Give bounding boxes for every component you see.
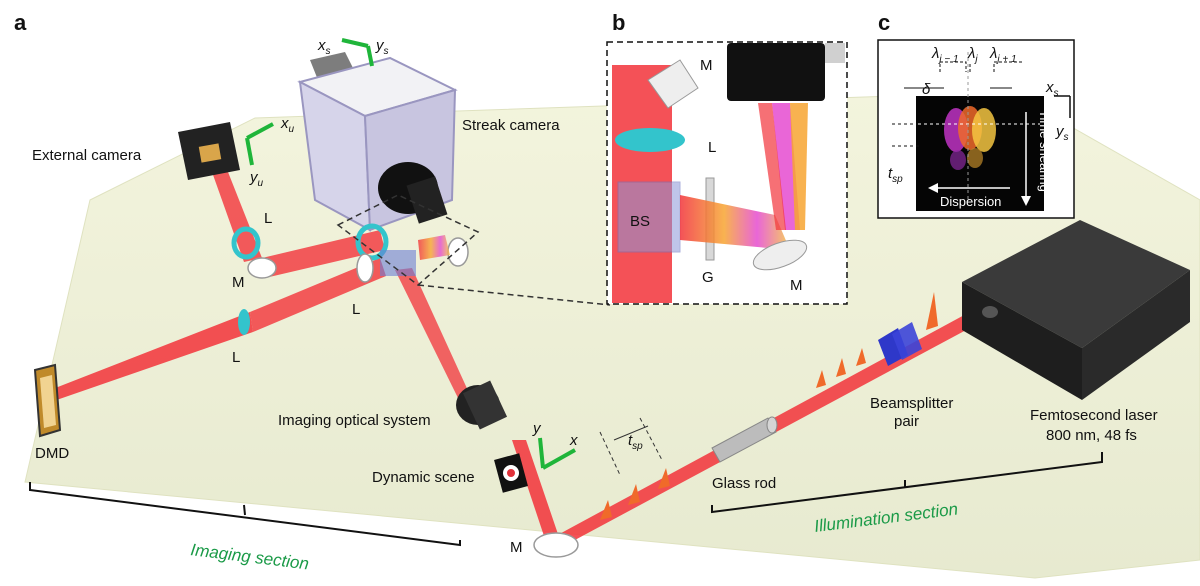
label-L-3: L [232,349,240,366]
glass-rod [711,416,778,463]
pulse-train [600,292,938,520]
axis-label-ys: ys [375,37,389,57]
label-c-ys: ys [1055,123,1069,143]
axis-label-xs: xs [317,37,331,57]
label-b-M-bottom: M [790,277,803,294]
inset-c [877,39,1075,219]
beam-dmd-to-lens [45,312,253,404]
label-beamsplitter-2: pair [894,413,919,430]
axis-xu-yu [245,122,274,166]
streak-camera [297,52,458,232]
axis-x-y [538,437,576,470]
label-tsp: tsp [628,432,643,452]
axis-label-y: y [532,420,542,437]
beam-scene-to-mirror [512,440,560,542]
label-lambda-j: λj [967,45,978,65]
label-imaging-section: Imaging section [190,540,311,573]
dmd-device [33,363,62,438]
dynamic-scene [494,453,528,493]
label-beamsplitter-1: Beamsplitter [870,395,953,412]
inset-b [606,41,848,305]
label-b-BS: BS [630,213,650,230]
label-dispersion: Dispersion [940,194,1001,209]
label-c-tsp: tsp [888,165,903,185]
label-M-bottom: M [510,539,523,556]
panel-label-a: a [14,10,27,35]
label-L-1: L [264,210,272,227]
beam-imaging [395,268,470,398]
imaging-optical-system [456,380,508,430]
panel-label-c: c [878,10,890,35]
beam-lens-to-streak [250,258,386,332]
label-dynamic-scene: Dynamic scene [372,469,475,486]
axis-label-xu: xu [280,115,295,135]
label-c-xs: xs [1045,79,1059,99]
beam-upper [262,230,385,278]
axis-label-yu: yu [249,169,264,189]
label-lambda-jm1: λj − 1 [931,45,959,65]
label-delta: δ [922,81,931,98]
label-streak-camera: Streak camera [462,117,560,134]
label-b-M-top: M [700,57,713,74]
label-b-L: L [708,139,716,156]
beam-to-external-camera [212,172,262,262]
axis-xs-ys [341,38,374,67]
label-glass-rod: Glass rod [712,475,776,492]
optics-cluster [231,223,469,335]
label-L-2: L [352,301,360,318]
label-femto-1: Femtosecond laser [1030,407,1158,424]
external-camera [178,122,240,180]
tsp-marker [599,417,663,476]
zoom-connector [417,284,611,306]
label-imaging-optical-system: Imaging optical system [278,412,431,429]
label-dmd: DMD [35,445,69,462]
mirror-bottom [533,532,579,558]
brace-illumination [711,452,1103,514]
beamsplitter-pair [878,322,922,366]
axis-label-x: x [569,432,578,449]
label-time-shearing: Time shearing [1037,110,1052,192]
label-M-1: M [232,274,245,291]
zoom-region [336,194,480,286]
femtosecond-laser [962,220,1190,400]
label-femto-2: 800 nm, 48 fs [1046,427,1137,444]
brace-imaging [29,482,461,547]
label-external-camera: External camera [32,147,142,164]
label-b-G: G [702,269,714,286]
label-lambda-jp1: λj + 1 [989,45,1017,65]
panel-label-b: b [612,10,625,35]
